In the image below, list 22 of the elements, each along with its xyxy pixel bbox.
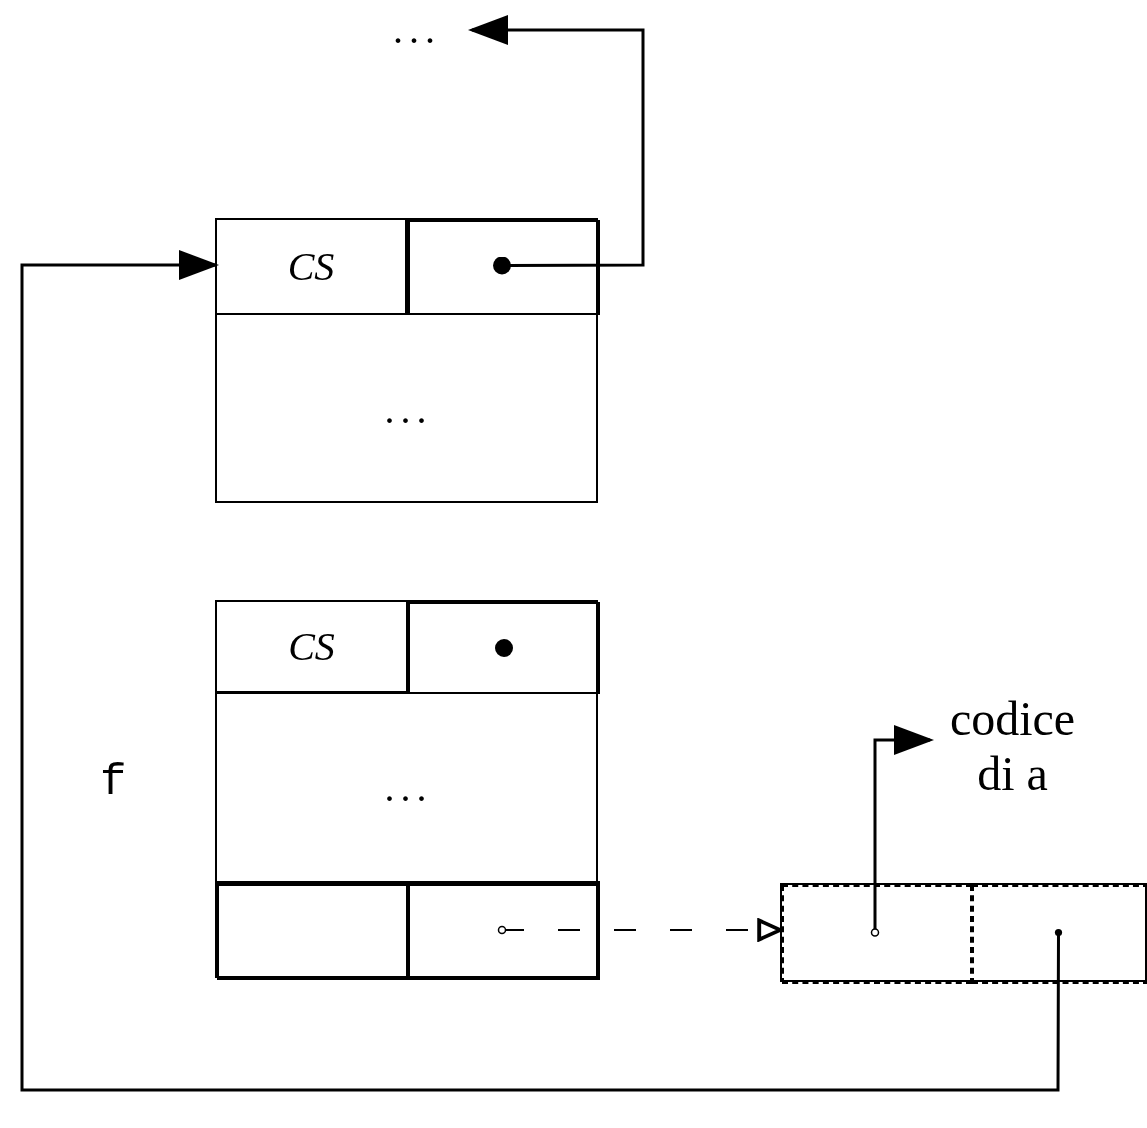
record-cell — [408, 602, 600, 694]
node-text: CS — [287, 242, 335, 291]
node-text: ... — [384, 763, 433, 812]
record-frame — [215, 600, 598, 978]
text-box — [217, 602, 408, 694]
node-text: ... — [384, 386, 433, 434]
node-text: codice di a — [948, 690, 1077, 802]
text-box — [217, 220, 408, 315]
record-cell — [782, 885, 972, 984]
record-cell — [408, 884, 600, 980]
arrow — [870, 725, 933, 937]
arrow — [469, 15, 645, 275]
record-frame — [780, 883, 1147, 982]
arrow — [497, 918, 782, 942]
frame-label: f — [100, 760, 127, 804]
record-cell — [408, 220, 600, 315]
record-cell — [217, 884, 408, 980]
node-text: ... — [393, 6, 441, 54]
arrow — [20, 250, 1063, 1092]
node-text: CS — [288, 622, 335, 671]
record-cell — [972, 885, 1147, 984]
record-frame — [215, 218, 598, 503]
